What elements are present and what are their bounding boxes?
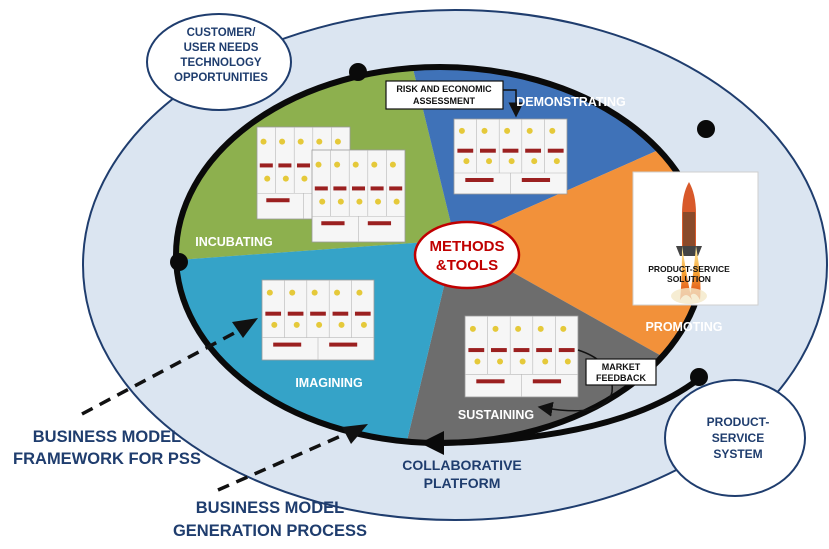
node-dot-icon (170, 253, 188, 271)
ring-arrow (439, 375, 702, 446)
customer-needs-line4: OPPORTUNITIES (174, 72, 268, 84)
business-model-canvas-icon (261, 279, 375, 361)
risk-assessment-line2: ASSESSMENT (413, 96, 476, 106)
process-label-line2: GENERATION PROCESS (173, 522, 367, 540)
ring-arrowhead (420, 431, 444, 455)
customer-needs-callout (146, 13, 292, 111)
business-model-canvas-icon (311, 149, 406, 243)
risk-assessment-box (385, 80, 504, 110)
methods-tools-line2: &TOOLS (436, 257, 498, 274)
collaborative-platform-line1: COLLABORATIVE (402, 457, 522, 473)
process-dashed-arrow (217, 430, 351, 492)
risk-assessment-arrow (503, 89, 524, 118)
product-service-solution-line1: PRODUCT-SERVICE (648, 264, 730, 274)
node-dot-icon (690, 368, 708, 386)
market-feedback-box (585, 358, 657, 386)
product-service-system-callout (664, 379, 806, 497)
phase-promoting: PROMOTING (645, 320, 722, 334)
collaborative-platform-line2: PLATFORM (424, 475, 501, 491)
rocket-launch-icon (671, 182, 707, 304)
canvas-thumbnails (256, 118, 579, 398)
product-service-solution-image: PRODUCT-SERVICE SOLUTION (632, 171, 759, 306)
framework-dashed-arrow (81, 328, 241, 416)
process-arrowhead (342, 424, 368, 444)
phase-imagining: IMAGINING (295, 376, 362, 390)
customer-needs-line2: USER NEEDS (184, 42, 259, 54)
methods-tools-line1: METHODS (430, 238, 505, 255)
methods-tools-center (413, 220, 521, 290)
framework-label-line2: FRAMEWORK FOR PSS (13, 450, 201, 468)
framework-arrowhead (232, 318, 258, 338)
phase-demonstrating: DEMONSTRATING (516, 95, 626, 109)
business-model-canvas-icon (464, 315, 579, 398)
market-feedback-line1: MARKET (602, 362, 641, 372)
customer-needs-line3: TECHNOLOGY (180, 57, 261, 69)
process-label-line1: BUSINESS MODEL (196, 499, 345, 517)
pss-callout-line1: PRODUCT- (707, 415, 770, 429)
node-dot-icon (349, 63, 367, 81)
risk-assessment-line1: RISK AND ECONOMIC (396, 84, 492, 94)
product-service-solution-line2: SOLUTION (667, 274, 711, 284)
customer-needs-line1: CUSTOMER/ (187, 27, 257, 39)
pss-callout-line3: SYSTEM (713, 447, 762, 461)
pss-callout-line2: SERVICE (712, 431, 764, 445)
business-model-canvas-icon (453, 118, 568, 195)
market-feedback-line2: FEEDBACK (596, 373, 647, 383)
framework-label-line1: BUSINESS MODEL (33, 428, 182, 446)
phase-sustaining: SUSTAINING (458, 408, 534, 422)
phase-incubating: INCUBATING (195, 235, 273, 249)
node-dot-icon (697, 120, 715, 138)
